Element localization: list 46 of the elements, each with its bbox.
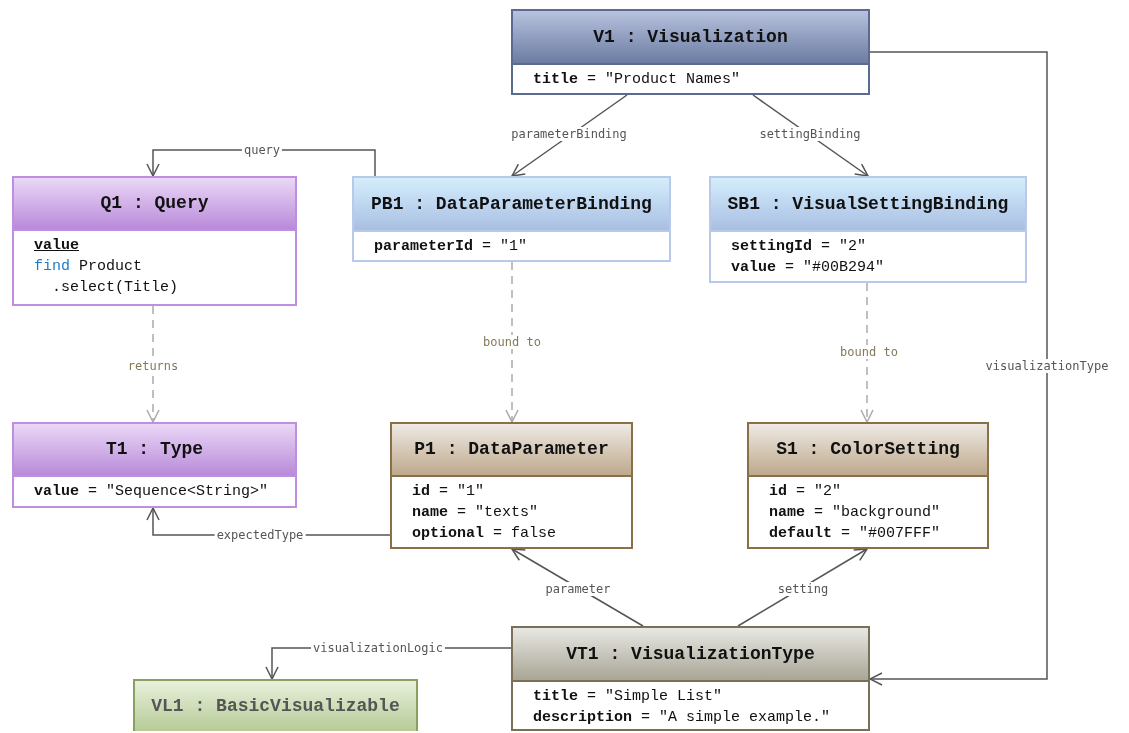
attribute-text: parameterId = "1" (374, 237, 529, 257)
edge-label: bound to (481, 335, 543, 349)
edge-label: bound to (838, 345, 900, 359)
attribute-text: name = "background" (769, 503, 942, 523)
object-box (390, 422, 633, 549)
object-box (133, 679, 418, 731)
attribute-text: optional = false (412, 524, 558, 544)
edge-label: parameterBinding (509, 127, 629, 141)
object-box (511, 9, 870, 95)
object-title: PB1 : DataParameterBinding (371, 192, 652, 216)
object-box (12, 176, 297, 306)
object-box (747, 422, 989, 549)
object-title: V1 : Visualization (593, 25, 788, 49)
attribute-text: settingId = "2" (731, 237, 868, 257)
object-title: Q1 : Query (100, 192, 209, 215)
edge-label: parameter (543, 582, 613, 596)
query-code: find Product (34, 257, 144, 277)
object-title: P1 : DataParameter (414, 438, 609, 461)
object-title: VT1 : VisualizationType (566, 642, 815, 666)
attribute-text: id = "1" (412, 482, 486, 502)
object-box (352, 176, 671, 262)
attribute-text: value = "#00B294" (731, 258, 886, 278)
query-code: .select(Title) (51, 278, 180, 298)
object-title: VL1 : BasicVisualizable (151, 694, 400, 718)
attribute-text: name = "texts" (412, 503, 540, 523)
edge-label: settingBinding (757, 127, 863, 141)
dashed-arrow (146, 305, 160, 423)
attribute-text: value = "Sequence<String>" (34, 482, 270, 502)
attribute-text: default = "#007FFF" (769, 524, 942, 544)
query-keyword: value (34, 236, 80, 256)
object-box (511, 626, 870, 731)
object-box (709, 176, 1027, 283)
arrow (869, 51, 1048, 686)
object-title: T1 : Type (105, 438, 204, 461)
attribute-text: id = "2" (769, 482, 843, 502)
dashed-arrow (505, 261, 519, 423)
object-title: SB1 : VisualSettingBinding (727, 192, 1009, 216)
edge-label: visualizationType (983, 359, 1111, 373)
object-box (12, 422, 297, 508)
attribute-text: title = "Simple List" (533, 687, 724, 707)
attribute-text: title = "Product Names" (533, 70, 742, 90)
object-title: S1 : ColorSetting (776, 438, 960, 461)
edge-label: visualizationLogic (311, 641, 445, 655)
attribute-text: description = "A simple example." (533, 708, 832, 728)
edge-label: expectedType (214, 528, 306, 542)
dashed-arrow (860, 282, 874, 423)
